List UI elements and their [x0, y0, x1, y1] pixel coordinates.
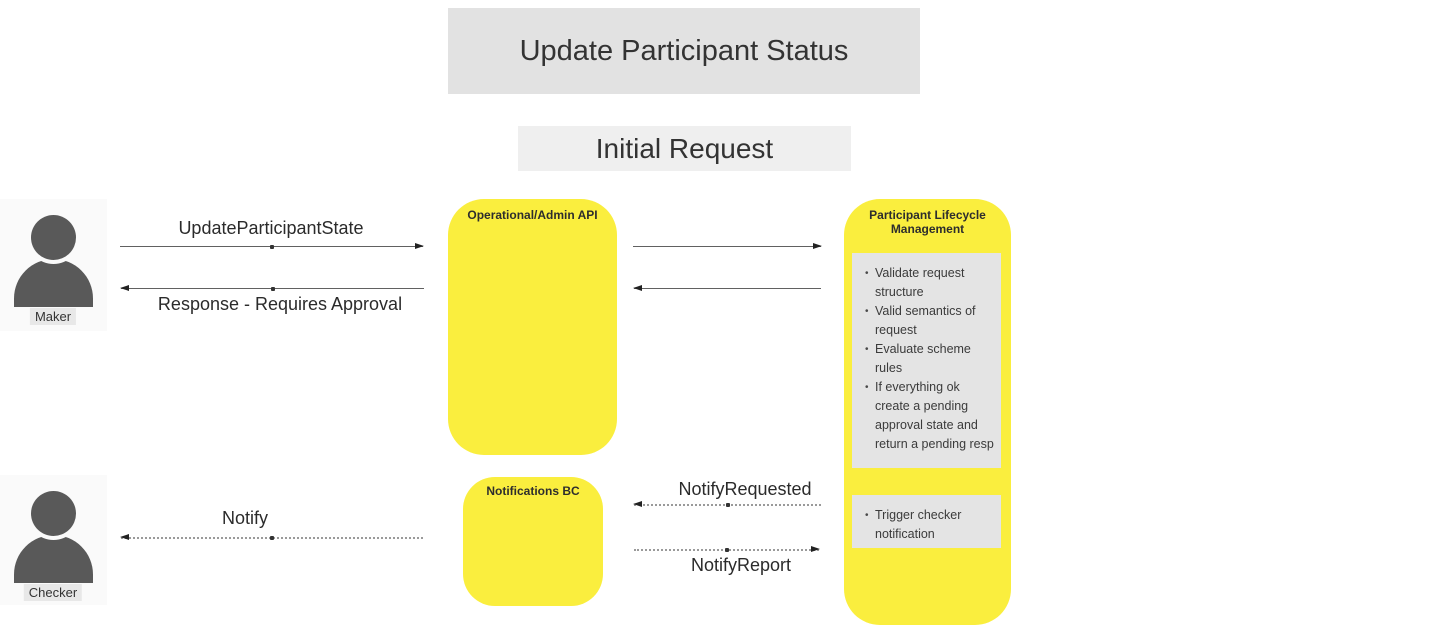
actor-checker-label: Checker: [23, 584, 83, 601]
page-title: Update Participant Status: [448, 8, 920, 94]
bullet-item: Trigger checker notification: [862, 506, 994, 544]
arrow-update-participant-state: [120, 243, 424, 249]
arrow-response-requires-approval: [120, 285, 424, 291]
arrowhead-right-icon: [415, 243, 424, 249]
label-notify-requested: NotifyRequested: [678, 479, 812, 499]
label-notify-report: NotifyReport: [690, 555, 792, 575]
page-title-text: Update Participant Status: [519, 34, 849, 67]
actor-checker: Checker: [0, 475, 107, 605]
label-update-participant-state: UpdateParticipantState: [178, 218, 364, 238]
arrow-notify-report: [634, 546, 820, 552]
box-notifications-bc-title: Notifications BC: [486, 484, 580, 498]
box-participant-lifecycle-management: Participant Lifecycle Management Validat…: [844, 199, 1011, 625]
arrowhead-right-icon: [813, 243, 822, 249]
section-subtitle-text: Initial Request: [595, 132, 774, 164]
arrowhead-left-icon: [633, 501, 642, 507]
validation-steps-list: Validate request structureValid semantic…: [862, 264, 994, 454]
label-notify: Notify: [221, 508, 269, 528]
person-head: [31, 215, 76, 260]
arrowhead-right-icon: [811, 546, 820, 552]
bullet-item: If everything ok create a pending approv…: [862, 378, 994, 454]
label-response-requires-approval: Response - Requires Approval: [157, 294, 403, 314]
arrowhead-left-icon: [120, 534, 129, 540]
box-operational-admin-api: Operational/Admin API: [448, 199, 617, 455]
actor-maker-label: Maker: [29, 308, 77, 325]
notification-steps-list: Trigger checker notification: [862, 506, 994, 544]
box-operational-admin-api-title: Operational/Admin API: [467, 208, 598, 222]
actor-maker: Maker: [0, 199, 107, 331]
arrow-midpoint-dot: [270, 286, 275, 291]
bullet-item: Valid semantics of request: [862, 302, 994, 340]
notification-steps-panel: Trigger checker notification: [852, 495, 1001, 548]
arrowhead-left-icon: [633, 285, 642, 291]
arrow-notify-requested: [633, 501, 821, 507]
arrow-midpoint-dot: [269, 244, 274, 249]
box-participant-lifecycle-title: Participant Lifecycle Management: [869, 208, 986, 236]
validation-steps-panel: Validate request structureValid semantic…: [852, 253, 1001, 468]
arrow-lifecycle-to-api: [633, 285, 821, 291]
person-head: [31, 491, 76, 536]
arrow-api-to-lifecycle: [633, 243, 822, 249]
person-body: [14, 535, 93, 583]
arrowhead-left-icon: [120, 285, 129, 291]
arrow-notify: [120, 534, 423, 540]
section-subtitle: Initial Request: [518, 126, 851, 171]
bullet-item: Evaluate scheme rules: [862, 340, 994, 378]
arrow-midpoint-dot: [725, 502, 730, 507]
bullet-item: Validate request structure: [862, 264, 994, 302]
arrow-midpoint-dot: [270, 535, 274, 540]
arrow-midpoint-dot: [724, 547, 729, 552]
box-notifications-bc: Notifications BC: [463, 477, 603, 606]
person-body: [14, 259, 93, 307]
